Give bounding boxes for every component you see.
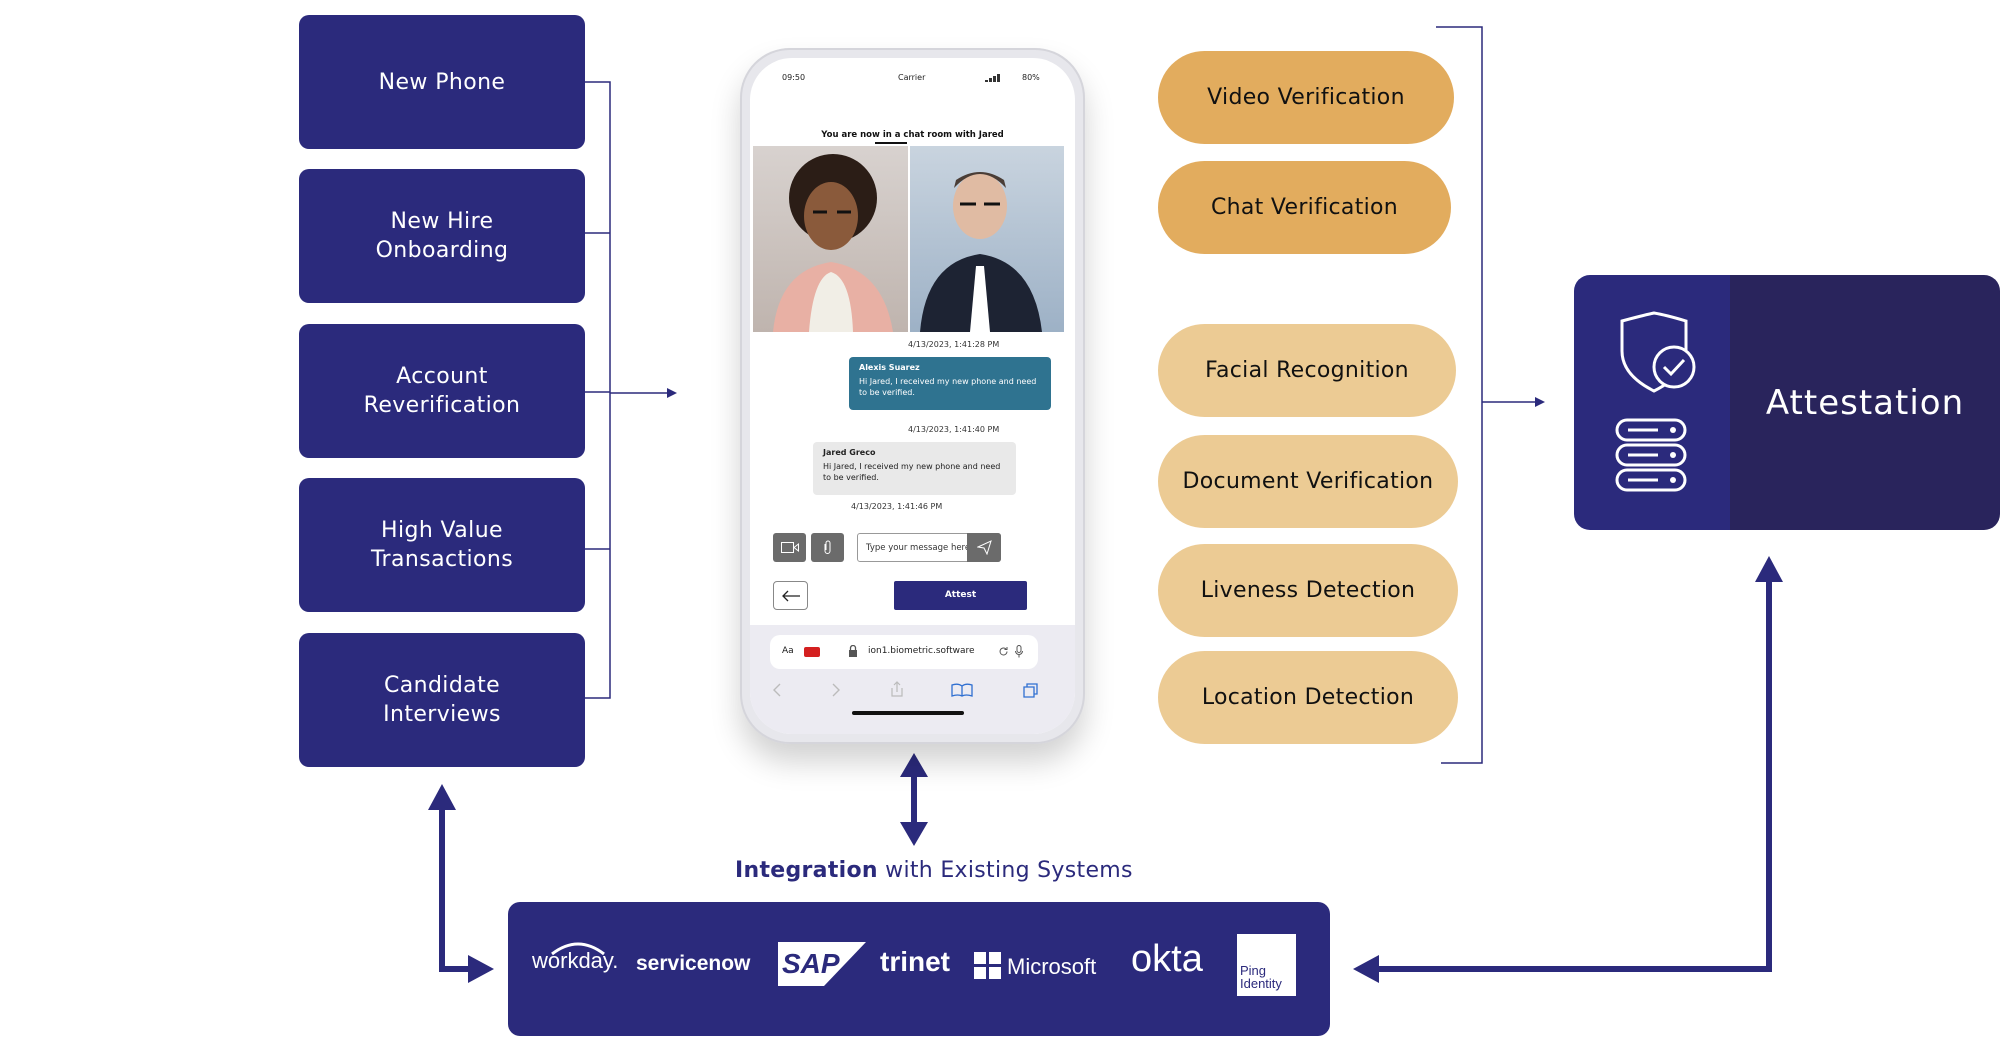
- participant-video-alexis: [753, 146, 908, 332]
- attestation-icon-panel: [1574, 275, 1730, 530]
- phone-screen: 09:50 Carrier 80% You are now in a chat …: [750, 58, 1075, 734]
- pill-label: Chat Verification: [1210, 195, 1399, 220]
- message-sender: Jared Greco: [823, 448, 876, 457]
- logo-workday: workday.: [532, 942, 618, 974]
- status-signal-icon: [985, 74, 1000, 82]
- logo-trinet: trinet: [880, 946, 950, 977]
- microphone-icon[interactable]: [1015, 645, 1023, 658]
- integration-title: Integration with Existing Systems: [735, 858, 1133, 883]
- integration-title-bold: Integration: [735, 858, 878, 883]
- pill-label: Location Detection: [1201, 685, 1415, 710]
- use-case-new-phone: New Phone: [299, 15, 585, 149]
- timestamp-1: 4/13/2023, 1:41:28 PM: [908, 340, 1000, 349]
- pill-location-detection: Location Detection: [1158, 651, 1458, 744]
- shield-check-icon: [1620, 311, 1696, 393]
- status-time: 09:50: [782, 73, 806, 82]
- phone-integration-arrow: [900, 753, 928, 846]
- browser-toolbar: Aa ion1.biometric.software: [750, 625, 1075, 734]
- use-case-label: New Hire Onboarding: [375, 209, 509, 263]
- chat-message-incoming: Jared Greco Hi Jared, I received my new …: [813, 442, 1016, 495]
- integration-title-rest: with Existing Systems: [877, 858, 1133, 883]
- use-case-account-reverification: Account Reverification: [299, 324, 585, 458]
- timestamp-3: 4/13/2023, 1:41:46 PM: [851, 502, 943, 511]
- left-bracket: [585, 81, 611, 699]
- share-icon: [891, 681, 903, 697]
- attestation-label: Attestation: [1730, 275, 2000, 530]
- use-case-new-hire-onboarding: New Hire Onboarding: [299, 169, 585, 303]
- pill-video-verification: Video Verification: [1158, 51, 1454, 144]
- browser-nav-icons: [773, 681, 1038, 698]
- home-indicator: [852, 711, 964, 715]
- arrow-left-icon: [782, 590, 800, 602]
- url-text: ion1.biometric.software: [868, 646, 975, 656]
- pill-label: Liveness Detection: [1200, 578, 1416, 603]
- use-case-label: Account Reverification: [363, 364, 521, 418]
- sap-badge-icon: [778, 942, 866, 986]
- logo-ping-identity: Ping Identity: [1237, 934, 1296, 996]
- person-icon: [773, 154, 893, 332]
- address-bar[interactable]: Aa ion1.biometric.software: [770, 635, 1038, 669]
- logo-ping-text: Ping Identity: [1240, 963, 1282, 991]
- phone-mockup: 09:50 Carrier 80% You are now in a chat …: [740, 48, 1085, 744]
- video-camera-icon: [781, 542, 799, 553]
- logo-okta: okta: [1131, 938, 1203, 980]
- record-icon: [804, 647, 820, 657]
- video-call-button[interactable]: [773, 533, 806, 562]
- attach-button[interactable]: [811, 533, 844, 562]
- logo-sap: SAP: [778, 942, 866, 986]
- paperclip-icon: [824, 540, 831, 554]
- chat-message-outgoing: Alexis Suarez Hi Jared, I received my ne…: [849, 357, 1051, 410]
- pill-label: Facial Recognition: [1205, 358, 1409, 383]
- logo-sap-text: SAP: [782, 948, 840, 979]
- workday-arc-icon: [551, 942, 605, 956]
- use-case-high-value-transactions: High Value Transactions: [299, 478, 585, 612]
- usecase-integration-arrow: [428, 784, 494, 983]
- message-text: Hi Jared, I received my new phone and ne…: [823, 462, 1001, 482]
- pill-document-verification: Document Verification: [1158, 435, 1458, 528]
- use-case-label: New Phone: [378, 69, 506, 95]
- logo-microsoft: Microsoft: [974, 952, 1096, 980]
- use-case-label: High Value Transactions: [370, 518, 514, 572]
- attestation-box: Attestation: [1574, 275, 2000, 530]
- message-text: Hi Jared, I received my new phone and ne…: [859, 377, 1037, 397]
- use-case-candidate-interviews: Candidate Interviews: [299, 633, 585, 767]
- pill-liveness-detection: Liveness Detection: [1158, 544, 1458, 637]
- pill-label: Document Verification: [1182, 469, 1434, 494]
- participant-video-jared: [910, 146, 1064, 332]
- microsoft-grid-icon: [974, 952, 1001, 979]
- send-button[interactable]: [967, 533, 1001, 562]
- back-chevron-icon: [773, 683, 781, 697]
- lock-icon: [849, 645, 857, 657]
- attestation-integration-arrow: [1353, 556, 1783, 983]
- message-sender: Alexis Suarez: [859, 363, 920, 372]
- logo-microsoft-text: Microsoft: [1007, 954, 1097, 979]
- attest-button[interactable]: Attest: [894, 581, 1027, 610]
- header-underline: [875, 142, 907, 144]
- text-size-button[interactable]: Aa: [782, 646, 794, 656]
- integration-logos-box: workday. servicenow SAP trinet Microsoft…: [508, 902, 1330, 1036]
- pill-facial-recognition: Facial Recognition: [1158, 324, 1456, 417]
- send-icon: [977, 540, 992, 555]
- use-case-label: Candidate Interviews: [383, 673, 501, 727]
- person-icon: [920, 172, 1042, 332]
- forward-chevron-icon: [832, 683, 840, 697]
- right-bracket: [1436, 26, 1483, 764]
- timestamp-2: 4/13/2023, 1:41:40 PM: [908, 425, 1000, 434]
- back-button[interactable]: [773, 581, 808, 610]
- server-icon: [1615, 418, 1687, 492]
- status-battery: 80%: [1022, 73, 1040, 82]
- reload-icon[interactable]: [998, 646, 1009, 657]
- chat-header: You are now in a chat room with Jared: [821, 130, 1004, 140]
- bookmarks-icon: [951, 683, 973, 697]
- pill-chat-verification: Chat Verification: [1158, 161, 1451, 254]
- logo-servicenow: servicenow: [636, 952, 751, 975]
- tabs-icon: [1023, 683, 1038, 698]
- pill-label: Video Verification: [1207, 85, 1405, 110]
- status-carrier: Carrier: [898, 73, 926, 82]
